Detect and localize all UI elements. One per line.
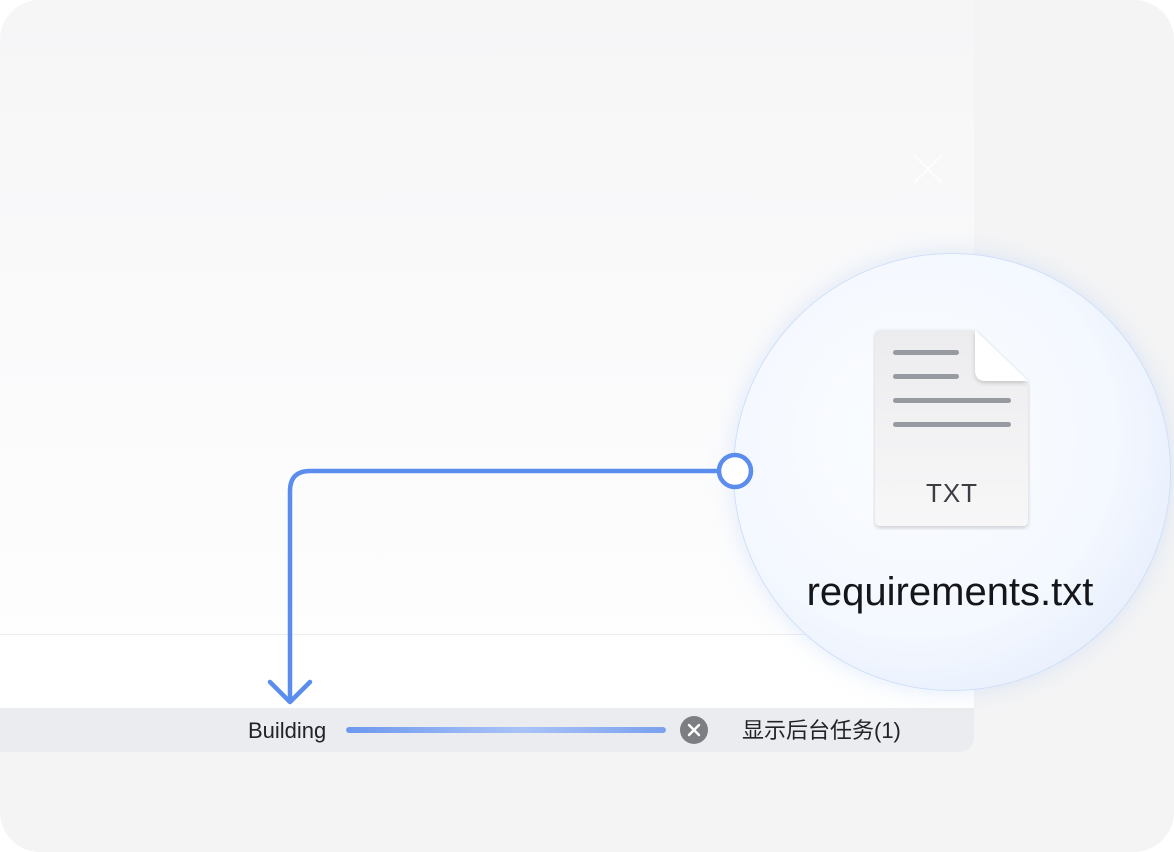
cancel-build-button[interactable] [680, 716, 708, 744]
file-type-label: TXT [925, 478, 979, 508]
file-name-label: requirements.txt [806, 570, 1094, 614]
build-status-label: Building [248, 718, 327, 743]
build-progress-bar [346, 727, 666, 733]
build-progress-fill [346, 727, 666, 733]
close-icon[interactable] [911, 152, 945, 186]
cancel-icon [687, 723, 701, 737]
show-background-tasks-link[interactable]: 显示后台任务(1) [742, 718, 901, 743]
txt-file-icon [875, 330, 1028, 526]
